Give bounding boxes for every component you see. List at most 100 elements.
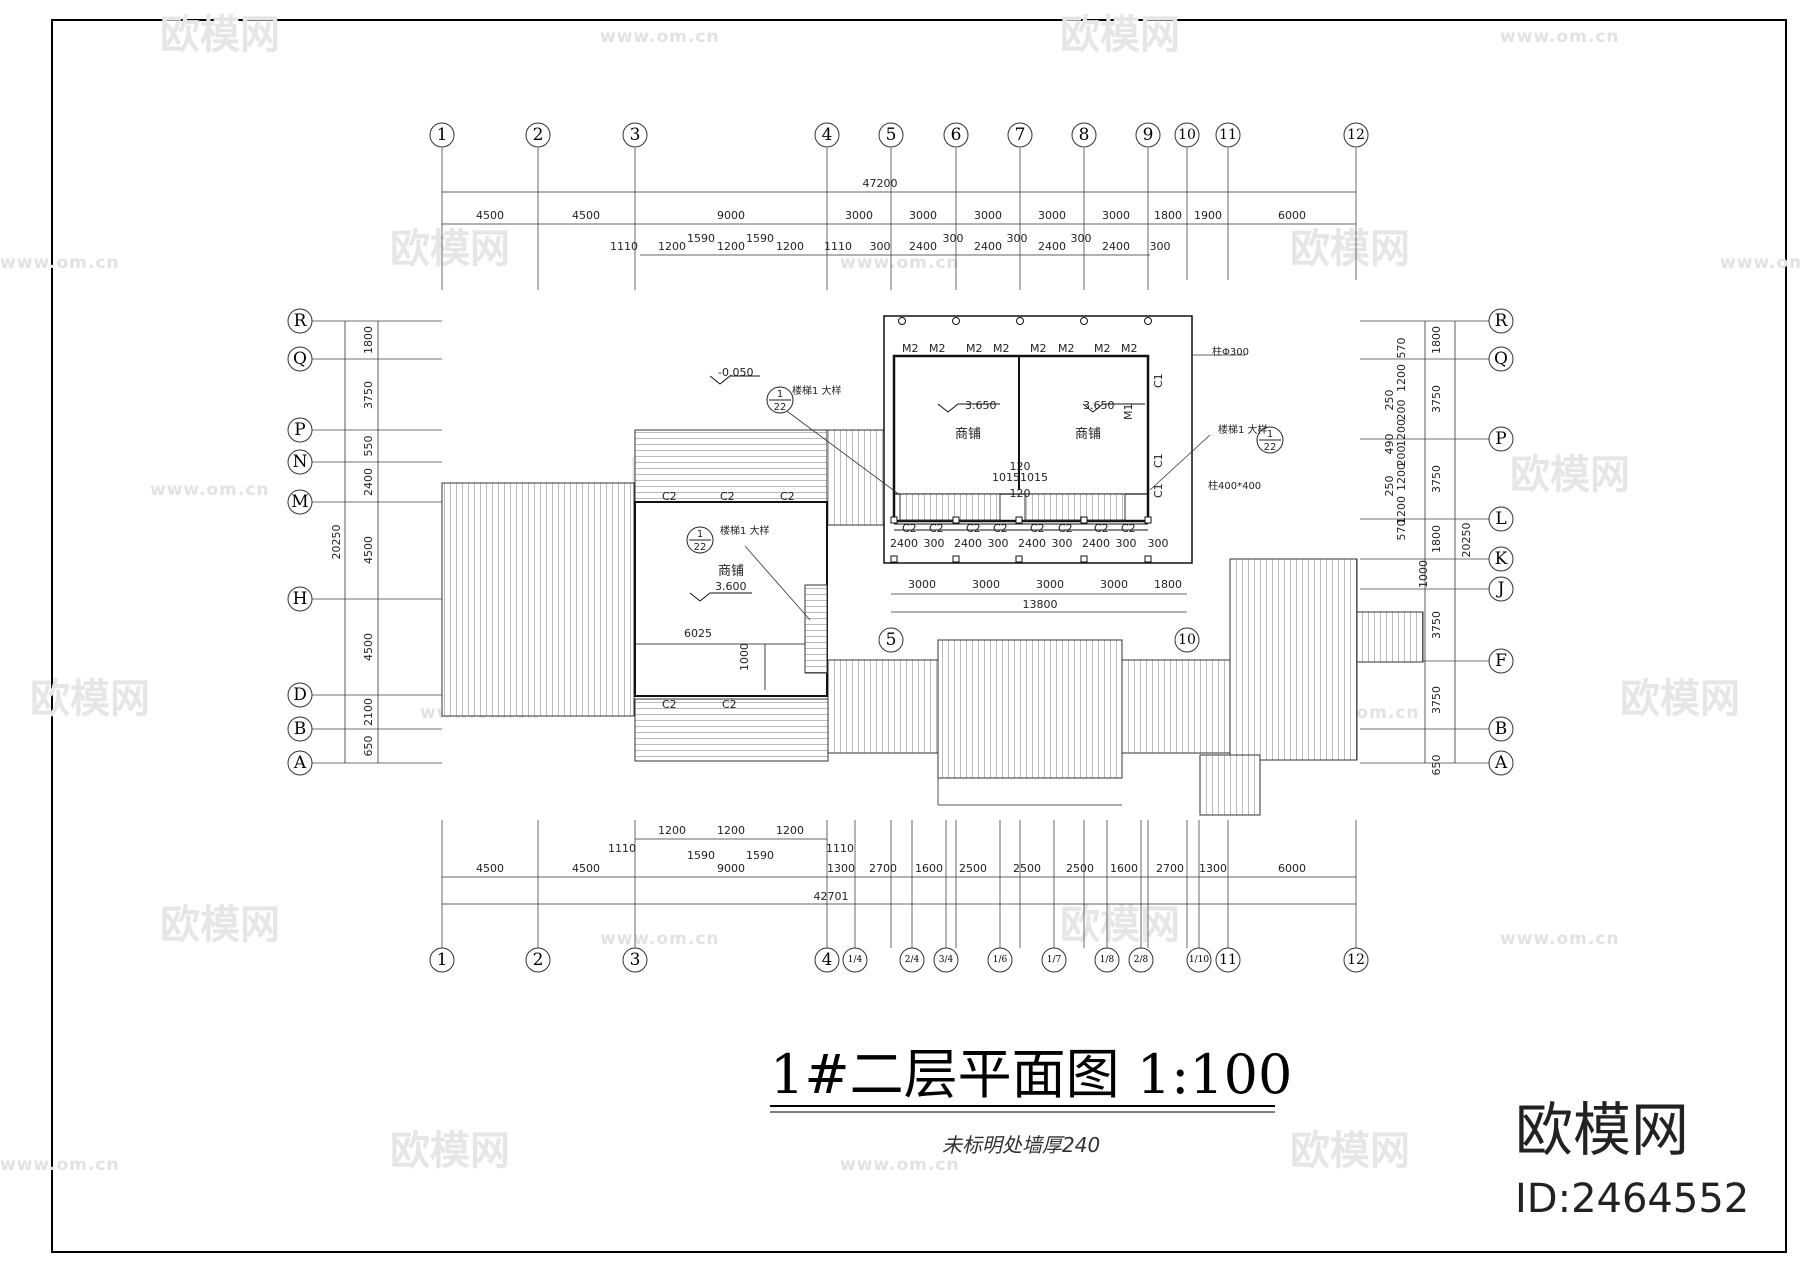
dim-right-1: 1800 — [1430, 326, 1443, 354]
dim-top-r2-14: 300 — [1071, 232, 1092, 245]
dim-left-7: 2100 — [362, 698, 375, 726]
dim-right-4: 1800 — [1430, 525, 1443, 553]
axis-bottom-11: 11 — [1219, 952, 1237, 968]
dim-inner-b-5: 1800 — [1154, 578, 1182, 591]
inner-dimensions: 2400 300 2400 300 2400 300 2400 300 300 … — [684, 460, 1182, 671]
dim-inner-b-2: 3000 — [972, 578, 1000, 591]
dim-top-r2-6: 1200 — [776, 240, 804, 253]
axis-right-B: B — [1495, 719, 1508, 739]
axis-bottom-1-6: 1/6 — [993, 955, 1008, 965]
axis-bottom-1-4: 1/4 — [848, 955, 863, 965]
detail-ref-num: 1 — [777, 389, 783, 400]
dim-inner-r-1: 2400 — [890, 537, 918, 550]
axis-right-J: J — [1496, 579, 1505, 599]
grid-lines — [312, 148, 1489, 948]
watermark-url: www.om.cn — [840, 1155, 960, 1175]
columns — [890, 317, 1152, 563]
brand-name: 欧模网 — [1515, 1096, 1689, 1164]
axis-right-R: R — [1495, 311, 1509, 331]
dim-bottom-11: 2700 — [1156, 862, 1184, 875]
detail-ref-den: 22 — [774, 402, 787, 413]
dim-bottom-7: 2500 — [959, 862, 987, 875]
dim-left-5: 4500 — [362, 536, 375, 564]
dim-right-inner-7: 200 — [1395, 446, 1408, 467]
watermark-url: www.om.cn — [0, 253, 120, 273]
dim-inner-r-9: 300 — [1148, 537, 1169, 550]
roof-right-wing — [1229, 558, 1358, 761]
elev-ground: -0.050 — [718, 366, 753, 379]
dim-inner-r-4: 300 — [988, 537, 1009, 550]
axis-left-B: B — [294, 719, 307, 739]
dim-right-inner-5: 1200 — [1395, 419, 1408, 447]
door-m2-3: M2 — [966, 342, 983, 355]
axis-top-2: 2 — [533, 125, 544, 145]
left-shop-block — [634, 501, 828, 697]
right-shop-block — [883, 315, 1193, 564]
dim-left-1: 1800 — [362, 326, 375, 354]
dim-left-3: 550 — [362, 436, 375, 457]
dim-inner-b-1: 3000 — [908, 578, 936, 591]
roof-right-stair — [1356, 611, 1424, 663]
roof-upper-mid — [826, 429, 888, 526]
column-square — [1080, 516, 1088, 524]
watermark-text: 欧模网 — [160, 902, 280, 948]
dim-bottom-r2-3: 1200 — [776, 824, 804, 837]
column-square — [952, 555, 960, 563]
elev-shop-2: 3.650 — [1083, 399, 1115, 412]
roof-areas — [441, 429, 1424, 816]
axis-left-H: H — [293, 589, 308, 609]
right-dimensions: 1800 3750 3750 1800 1000 3750 3750 650 2… — [1383, 326, 1473, 776]
column-square — [1144, 555, 1152, 563]
axis-right-A: A — [1494, 753, 1508, 773]
dim-top-r2-9: 2400 — [909, 240, 937, 253]
column-square — [890, 516, 898, 524]
dim-bottom-1: 4500 — [476, 862, 504, 875]
dim-top-5: 3000 — [909, 209, 937, 222]
watermark-text: 欧模网 — [1290, 1128, 1410, 1174]
axis-left-M: M — [291, 492, 308, 512]
dim-left-2: 3750 — [362, 381, 375, 409]
watermark-url: www.om.cn — [600, 27, 720, 47]
detail-ref-2: 1 22 — [686, 526, 714, 554]
dim-right-inner-10: 570 — [1395, 520, 1408, 541]
axis-top-10: 10 — [1178, 127, 1196, 143]
axis-left-P: P — [294, 420, 305, 440]
axis-left-R: R — [294, 311, 308, 331]
watermark-text: 欧模网 — [1060, 12, 1180, 58]
dim-top-total: 47200 — [863, 177, 898, 190]
title-block: 1#二层平面图 1:100 未标明处墙厚240 — [770, 1043, 1292, 1157]
roof-lower-left — [634, 698, 829, 762]
bottom-dimensions: 1200 1200 1200 1110 1590 1590 1110 4500 … — [476, 824, 1306, 903]
elev-shop-1: 3.650 — [965, 399, 997, 412]
dim-bottom-total: 42701 — [814, 890, 849, 903]
dim-top-r2-10: 300 — [943, 232, 964, 245]
column-round — [1144, 317, 1152, 325]
dim-top-r2-3: 1590 — [687, 232, 715, 245]
window-c2-7: C2 — [1094, 522, 1109, 535]
dim-inner-b-3: 3000 — [1036, 578, 1064, 591]
door-m2-1: M2 — [902, 342, 919, 355]
dim-inner-r-3: 2400 — [954, 537, 982, 550]
dim-bottom-r2-4: 1110 — [608, 842, 636, 855]
dim-right-2: 3750 — [1430, 385, 1443, 413]
dim-inner-r-8: 300 — [1116, 537, 1137, 550]
dim-right-8: 650 — [1430, 755, 1443, 776]
axis-top-5: 5 — [886, 125, 897, 145]
watermark-layer: 欧模网欧模网欧模网欧模网欧模网欧模网欧模网欧模网欧模网欧模网欧模网欧模网欧模网w… — [0, 12, 1800, 1175]
column-round — [952, 317, 960, 325]
column-square — [952, 516, 960, 524]
dim-top-r2-16: 300 — [1150, 240, 1171, 253]
dim-top-7: 3000 — [1038, 209, 1066, 222]
watermark-text: 欧模网 — [390, 1128, 510, 1174]
dim-right-inner-8: 1200 — [1395, 463, 1408, 491]
dim-bottom-4: 1300 — [827, 862, 855, 875]
axis-inner-5: 5 — [886, 630, 897, 650]
dim-bottom-9: 2500 — [1066, 862, 1094, 875]
axis-bottom-12: 12 — [1347, 952, 1365, 968]
watermark-text: 欧模网 — [1290, 226, 1410, 272]
watermark-text: 欧模网 — [160, 12, 280, 58]
dim-bottom-8: 2500 — [1013, 862, 1041, 875]
dim-mid-3: 120 — [1010, 460, 1031, 473]
axis-right-Q: Q — [1494, 349, 1508, 369]
detail-ref-1: 1 22 — [766, 386, 794, 414]
